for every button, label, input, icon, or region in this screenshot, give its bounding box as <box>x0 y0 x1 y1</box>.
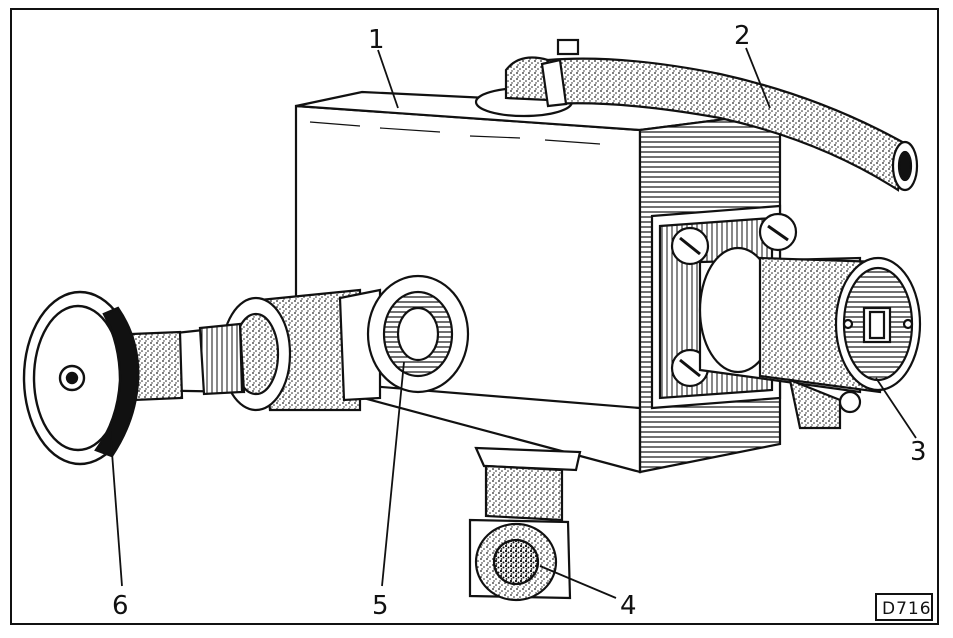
side-union <box>220 274 470 412</box>
callout-1: 1 <box>368 25 385 55</box>
callout-3: 3 <box>910 437 927 467</box>
callout-6: 6 <box>112 591 129 621</box>
leader-lines <box>109 47 917 599</box>
bottom-outlet <box>468 446 582 602</box>
handwheel <box>22 290 140 466</box>
thermostat-housing <box>698 246 922 430</box>
figure-code-badge: D716 <box>875 593 933 621</box>
callout-5: 5 <box>372 591 389 621</box>
callout-2: 2 <box>734 21 751 51</box>
figure-code: D716 <box>882 599 932 619</box>
valve-stem <box>128 322 246 402</box>
hose <box>474 38 919 192</box>
callout-4: 4 <box>620 591 637 621</box>
